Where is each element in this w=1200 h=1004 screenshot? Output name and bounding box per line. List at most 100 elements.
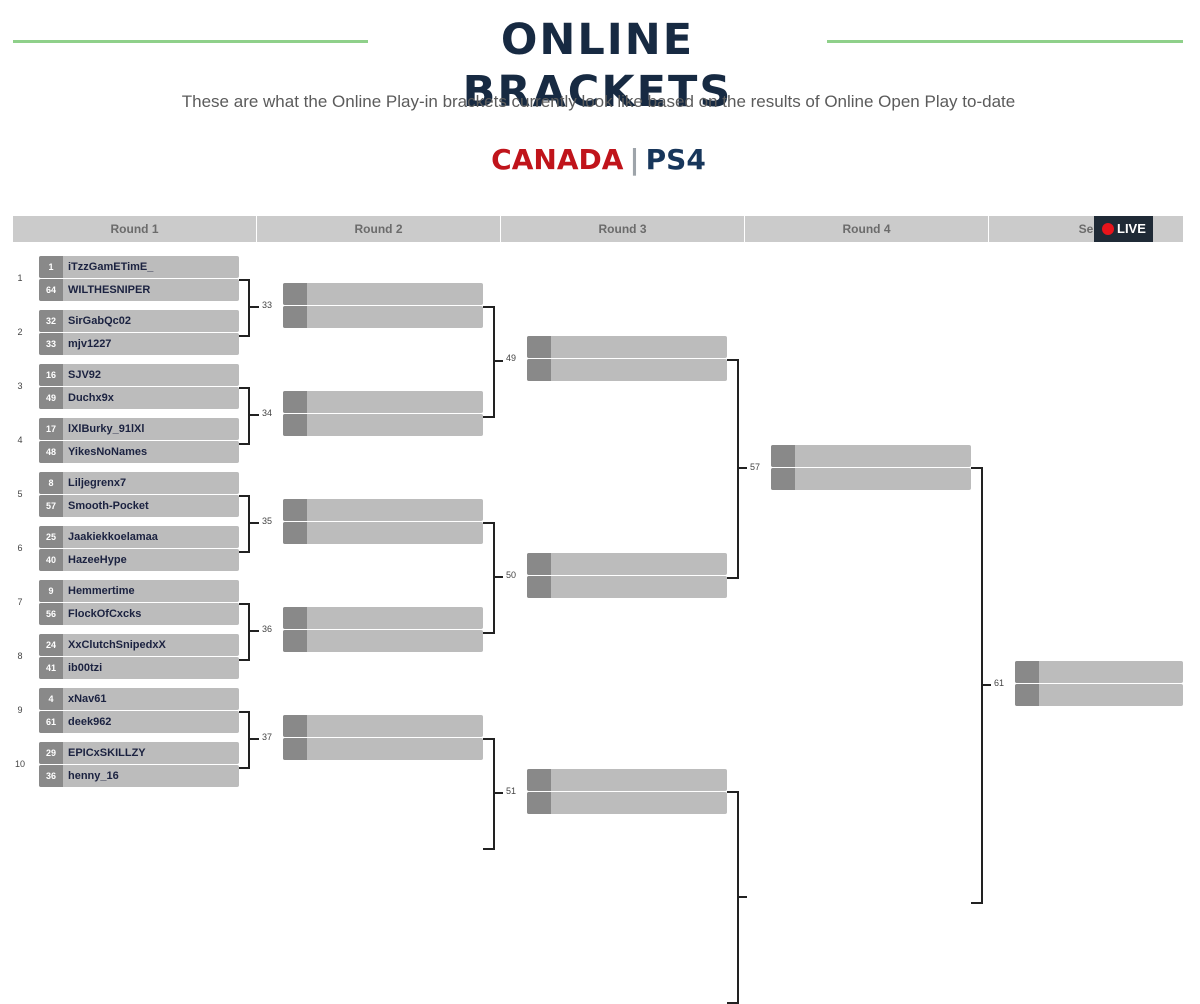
seed-badge bbox=[283, 499, 307, 521]
bracket-connector bbox=[239, 711, 250, 769]
empty-slot[interactable] bbox=[527, 576, 727, 598]
bracket-connector-tick bbox=[249, 522, 259, 524]
player-slot[interactable]: 17 lXlBurky_91lXl bbox=[39, 418, 239, 440]
page-title: ONLINE BRACKETS bbox=[462, 15, 733, 117]
empty-slot[interactable] bbox=[283, 414, 483, 436]
region-heading: CANADA|PS4 bbox=[0, 140, 1197, 180]
bracket-connector-tick bbox=[737, 467, 747, 469]
empty-slot[interactable] bbox=[527, 359, 727, 381]
seed-badge bbox=[1015, 661, 1039, 683]
player-name: Hemmertime bbox=[68, 585, 135, 597]
bracket-connector bbox=[239, 279, 250, 337]
empty-slot[interactable] bbox=[527, 769, 727, 791]
empty-slot[interactable] bbox=[1015, 661, 1183, 683]
seed-badge bbox=[527, 336, 551, 358]
match-number: 34 bbox=[261, 408, 272, 418]
seed-badge bbox=[283, 738, 307, 760]
empty-slot[interactable] bbox=[283, 715, 483, 737]
empty-slot[interactable] bbox=[283, 630, 483, 652]
seed-badge: 25 bbox=[39, 526, 63, 548]
player-slot[interactable]: 9 Hemmertime bbox=[39, 580, 239, 602]
player-slot[interactable]: 4 xNav61 bbox=[39, 688, 239, 710]
seed-badge: 4 bbox=[39, 688, 63, 710]
empty-slot[interactable] bbox=[283, 738, 483, 760]
empty-slot[interactable] bbox=[527, 553, 727, 575]
title-rule-left bbox=[13, 40, 368, 43]
player-name: mjv1227 bbox=[68, 338, 112, 350]
seed-badge: 41 bbox=[39, 657, 63, 679]
match-number: 50 bbox=[505, 570, 516, 580]
player-name: HazeeHype bbox=[68, 554, 127, 566]
bracket-connector-tick bbox=[493, 576, 503, 578]
seed-badge: 40 bbox=[39, 549, 63, 571]
title-rule-right bbox=[827, 40, 1183, 43]
empty-slot[interactable] bbox=[283, 306, 483, 328]
bracket-connector bbox=[239, 387, 250, 445]
player-name: xNav61 bbox=[68, 693, 107, 705]
region-country: CANADA bbox=[491, 143, 624, 176]
match-number: 4 bbox=[17, 435, 23, 445]
seed-badge bbox=[283, 414, 307, 436]
seed-badge: 17 bbox=[39, 418, 63, 440]
live-dot-icon bbox=[1102, 223, 1114, 235]
match-number: 6 bbox=[17, 543, 23, 553]
empty-slot[interactable] bbox=[527, 336, 727, 358]
empty-slot[interactable] bbox=[771, 468, 971, 490]
match-number: 51 bbox=[505, 786, 516, 796]
player-slot[interactable]: 29 EPICxSKILLZY bbox=[39, 742, 239, 764]
bracket-connector-tick bbox=[493, 360, 503, 362]
player-slot[interactable]: 40 HazeeHype bbox=[39, 549, 239, 571]
seed-badge bbox=[527, 553, 551, 575]
empty-slot[interactable] bbox=[527, 792, 727, 814]
empty-slot[interactable] bbox=[283, 607, 483, 629]
seed-badge: 56 bbox=[39, 603, 63, 625]
bracket-connector bbox=[239, 603, 250, 661]
match-number: 7 bbox=[17, 597, 23, 607]
seed-badge: 9 bbox=[39, 580, 63, 602]
seed-badge: 32 bbox=[39, 310, 63, 332]
round-header-2: Round 2 bbox=[257, 216, 500, 242]
empty-slot[interactable] bbox=[283, 522, 483, 544]
seed-badge: 64 bbox=[39, 279, 63, 301]
bracket-connector bbox=[483, 522, 495, 634]
seed-badge: 29 bbox=[39, 742, 63, 764]
match-number: 1 bbox=[17, 273, 23, 283]
empty-slot[interactable] bbox=[1015, 684, 1183, 706]
player-name: EPICxSKILLZY bbox=[68, 747, 146, 759]
region-separator: | bbox=[629, 143, 640, 176]
match-number: 37 bbox=[261, 732, 272, 742]
bracket-connector bbox=[483, 738, 495, 850]
bracket-connector bbox=[727, 359, 739, 579]
bracket-connector-tick bbox=[493, 792, 503, 794]
seed-badge bbox=[527, 792, 551, 814]
live-button[interactable]: LIVE bbox=[1094, 216, 1153, 242]
seed-badge bbox=[283, 306, 307, 328]
live-label: LIVE bbox=[1117, 221, 1146, 236]
match-number: 2 bbox=[17, 327, 23, 337]
player-name: deek962 bbox=[68, 716, 112, 728]
empty-slot[interactable] bbox=[283, 391, 483, 413]
player-name: Smooth-Pocket bbox=[68, 500, 149, 512]
empty-slot[interactable] bbox=[771, 445, 971, 467]
player-name: lXlBurky_91lXl bbox=[68, 423, 145, 435]
match-number: 57 bbox=[749, 462, 760, 472]
empty-slot[interactable] bbox=[283, 283, 483, 305]
bracket-connector bbox=[483, 306, 495, 418]
seed-badge bbox=[1015, 684, 1039, 706]
empty-slot[interactable] bbox=[283, 499, 483, 521]
